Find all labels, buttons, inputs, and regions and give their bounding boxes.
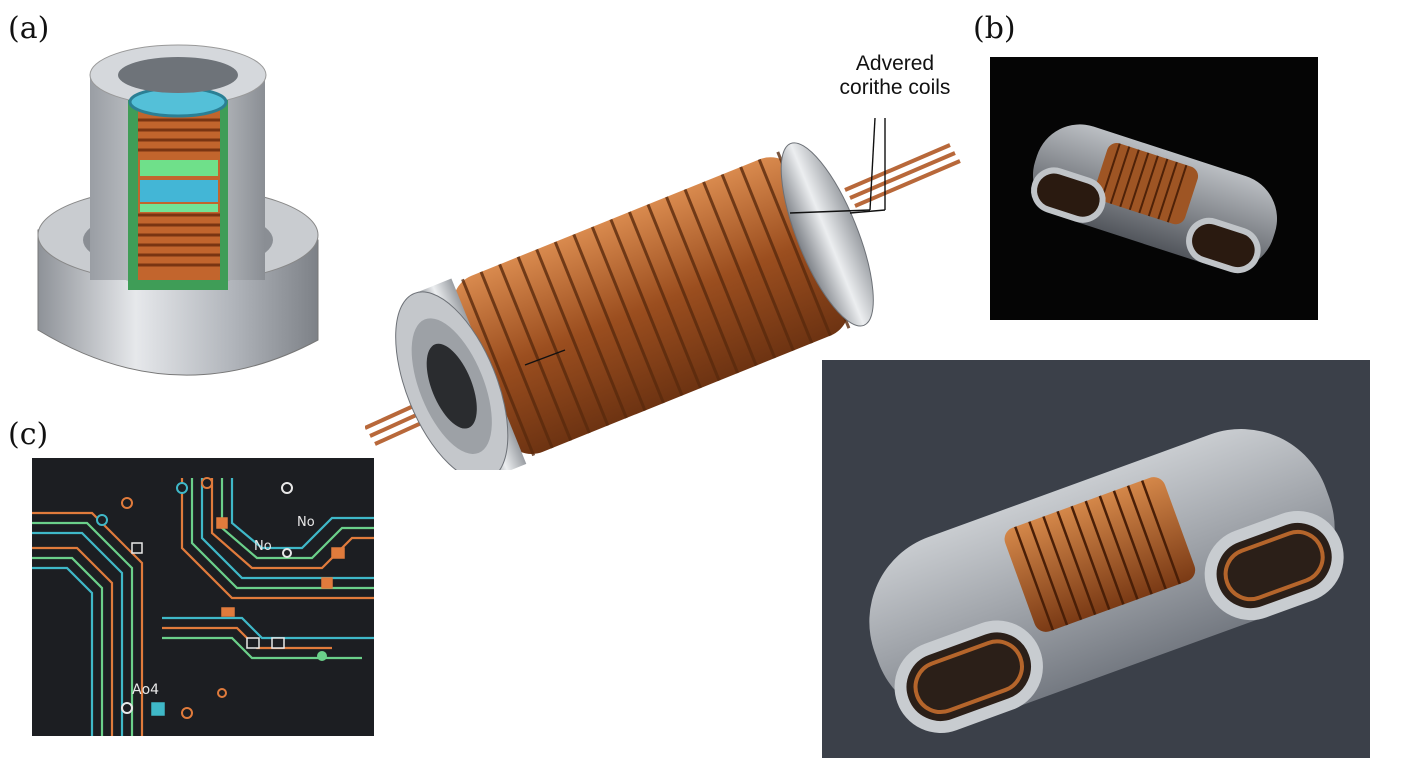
callout-line-2: corithe coils [839, 76, 951, 99]
panel-label-c: (c) [8, 417, 49, 452]
panel-b-vehicle-render [990, 57, 1318, 320]
panel-d-vehicle-render [822, 360, 1370, 758]
panel-label-a: (a) [8, 11, 50, 46]
coil-callout-label: Advered corithe coils [830, 52, 960, 100]
inner-windings [128, 86, 228, 280]
panel-c-circuit-diagram: Nᴏ Nᴏ Aᴏ4 [32, 458, 374, 736]
circuit-label-1: Nᴏ [297, 515, 315, 530]
main-copper-coil-illustration [365, 110, 965, 470]
circuit-label-2: Nᴏ [254, 539, 272, 554]
panel-label-b: (b) [973, 11, 1016, 46]
circuit-label-3: Aᴏ4 [132, 682, 159, 698]
cutaway-coil-illustration [28, 40, 328, 415]
callout-line-1: Advered [855, 52, 935, 75]
